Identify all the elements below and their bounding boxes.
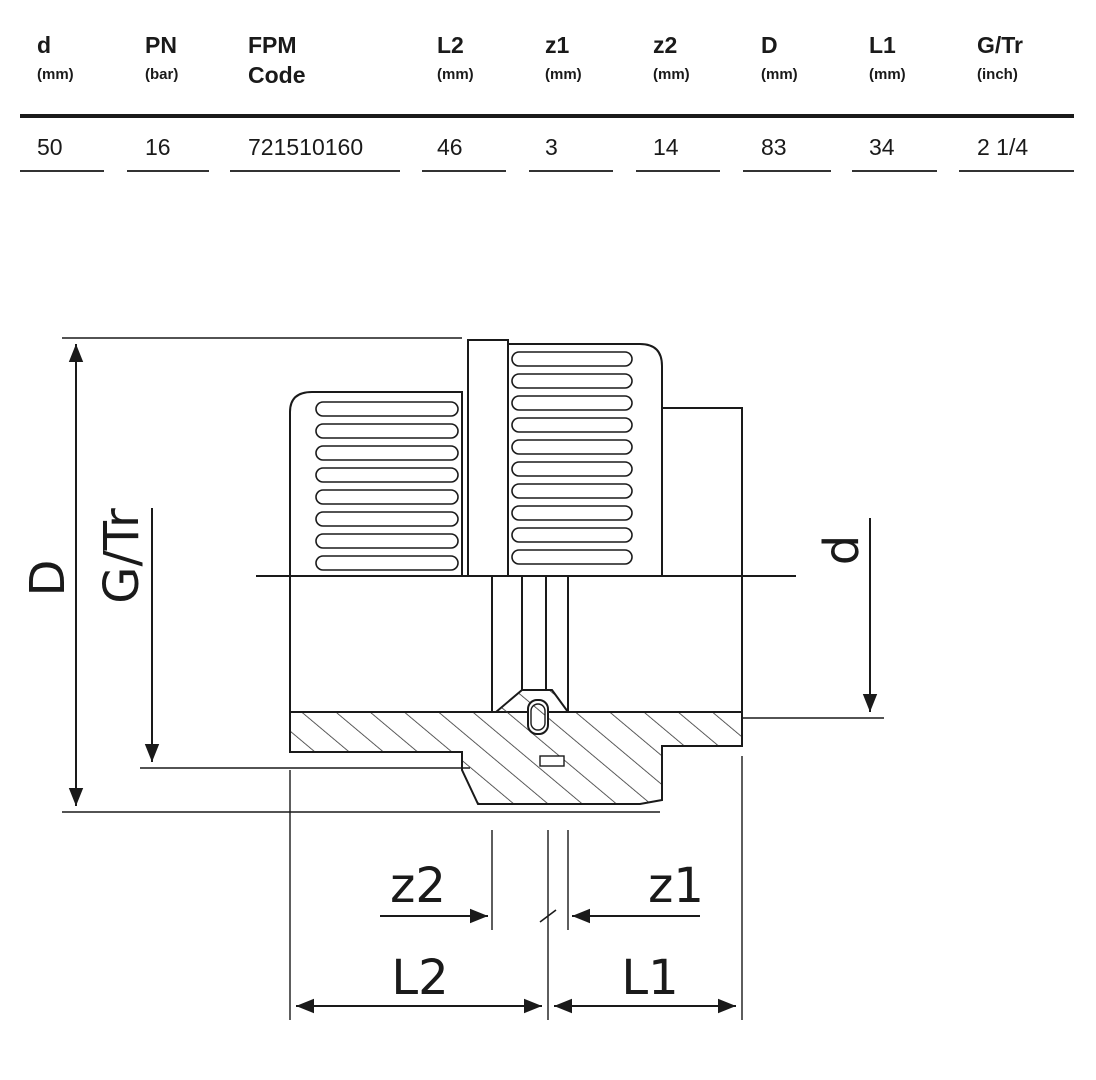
header-D: D (mm) — [761, 30, 798, 90]
label-z1: z1 — [648, 858, 704, 914]
extension-lines — [62, 337, 884, 1020]
left-nut-body — [289, 391, 463, 577]
right-nut-ribs — [511, 351, 633, 565]
hatched-sections — [289, 689, 743, 805]
label-D: D — [20, 560, 76, 597]
cell-fpm-code: 721510160 — [248, 134, 364, 160]
header-label: D — [761, 32, 778, 58]
label-L2: L2 — [391, 950, 448, 1006]
header-unit: (mm) — [761, 66, 798, 83]
dimension-lines — [68, 344, 878, 1014]
header-fpm-code: FPM Code — [248, 30, 306, 90]
header-divider — [20, 114, 1074, 118]
cell-g-tr: 2 1/4 — [977, 134, 1029, 160]
header-unit: (mm) — [545, 66, 582, 83]
header-unit: (inch) — [977, 66, 1018, 83]
cell-underline — [529, 170, 613, 172]
cell-d: 50 — [37, 134, 63, 160]
cell-underline — [20, 170, 104, 172]
label-G-Tr: G/Tr — [94, 508, 150, 604]
central-collar — [467, 339, 509, 577]
header-z1: z1 (mm) — [545, 30, 582, 90]
cell-underline — [127, 170, 209, 172]
cell-pn: 16 — [145, 134, 171, 160]
cell-underline — [230, 170, 400, 172]
label-d: d — [814, 535, 870, 565]
left-nut-ribs — [315, 401, 459, 571]
cell-underline — [743, 170, 831, 172]
cell-z2: 14 — [653, 134, 679, 160]
header-label: z2 — [653, 32, 678, 58]
cell-underline — [852, 170, 937, 172]
header-pn: PN (bar) — [145, 30, 178, 90]
cell-l1: 34 — [869, 134, 895, 160]
header-unit: (mm) — [653, 66, 690, 83]
dim-tick — [539, 909, 557, 923]
header-unit: (mm) — [437, 66, 474, 83]
header-label: z1 — [545, 32, 570, 58]
header-unit: (bar) — [145, 66, 179, 83]
right-socket-end — [662, 407, 743, 576]
cell-D: 83 — [761, 134, 787, 160]
cell-underline — [422, 170, 506, 172]
header-label: FPM — [248, 32, 297, 58]
spec-table: d (mm) PN (bar) FPM Code L2 (mm) z1 (mm)… — [0, 0, 1096, 180]
header-label: PN — [145, 32, 177, 58]
header-label-line2: Code — [248, 62, 306, 88]
header-unit: (mm) — [37, 66, 74, 83]
label-z2: z2 — [390, 858, 446, 914]
header-unit: (mm) — [869, 66, 906, 83]
cell-z1: 3 — [545, 134, 558, 160]
cell-l2: 46 — [437, 134, 463, 160]
cell-underline — [959, 170, 1074, 172]
header-l2: L2 (mm) — [437, 30, 474, 90]
header-label: L2 — [437, 32, 464, 58]
header-label: L1 — [869, 32, 896, 58]
label-L1: L1 — [621, 950, 678, 1006]
header-g-tr: G/Tr (inch) — [977, 30, 1023, 90]
right-nut-body — [507, 343, 663, 577]
header-z2: z2 (mm) — [653, 30, 690, 90]
cell-underline — [636, 170, 720, 172]
header-label: G/Tr — [977, 32, 1024, 58]
header-l1: L1 (mm) — [869, 30, 906, 90]
header-d: d (mm) — [37, 30, 74, 90]
header-label: d — [37, 32, 52, 58]
fitting-outline — [289, 339, 743, 753]
